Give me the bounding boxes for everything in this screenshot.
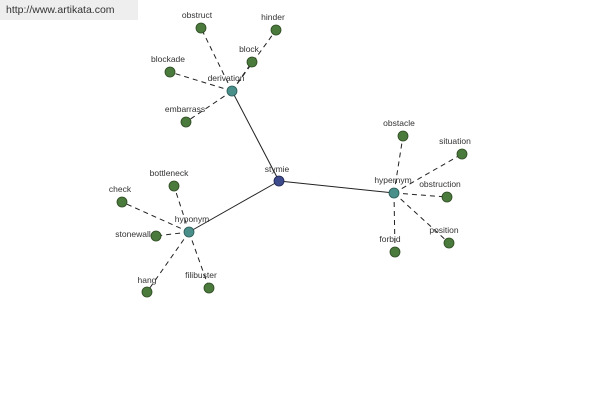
relation-node-hyponym[interactable] bbox=[183, 226, 195, 238]
leaf-node-obstacle[interactable] bbox=[397, 130, 409, 142]
relation-node-hypernym[interactable] bbox=[388, 187, 400, 199]
leaf-label-obstruct: obstruct bbox=[182, 10, 213, 20]
leaf-label-filibuster: filibuster bbox=[185, 270, 217, 280]
leaf-label-embarrass: embarrass bbox=[165, 104, 205, 114]
edge-root-hyponym bbox=[188, 180, 280, 233]
leaf-node-check[interactable] bbox=[116, 196, 128, 208]
leaf-node-embarrass[interactable] bbox=[180, 116, 192, 128]
edge-derivation-block bbox=[231, 61, 253, 92]
root-label: stymie bbox=[265, 164, 290, 174]
leaf-label-forbid: forbid bbox=[379, 234, 401, 244]
edge-hypernym-situation bbox=[393, 153, 463, 194]
leaf-node-filibuster[interactable] bbox=[203, 282, 215, 294]
leaf-node-forbid[interactable] bbox=[389, 246, 401, 258]
edge-derivation-obstruct bbox=[200, 27, 233, 92]
leaf-node-stonewall[interactable] bbox=[150, 230, 162, 242]
url-banner[interactable]: http://www.artikata.com bbox=[0, 0, 138, 20]
edge-hyponym-stonewall bbox=[155, 231, 190, 237]
leaf-node-bottleneck[interactable] bbox=[168, 180, 180, 192]
leaf-label-obstacle: obstacle bbox=[383, 118, 415, 128]
leaf-label-obstruction: obstruction bbox=[419, 179, 461, 189]
leaf-label-bottleneck: bottleneck bbox=[150, 168, 189, 178]
edge-derivation-embarrass bbox=[185, 90, 233, 123]
root-node[interactable] bbox=[273, 175, 285, 187]
edge-hypernym-position bbox=[393, 192, 450, 244]
relation-label-hyponym: hyponym bbox=[175, 214, 210, 224]
leaf-label-hinder: hinder bbox=[261, 12, 285, 22]
leaf-node-hang[interactable] bbox=[141, 286, 153, 298]
edge-hyponym-hang bbox=[146, 231, 190, 293]
leaf-label-blockade: blockade bbox=[151, 54, 185, 64]
edge-root-hypernym bbox=[278, 180, 395, 194]
graph-nodes bbox=[116, 22, 468, 298]
leaf-node-hinder[interactable] bbox=[270, 24, 282, 36]
edge-root-derivation bbox=[231, 90, 280, 182]
edge-hyponym-bottleneck bbox=[173, 185, 190, 233]
edge-hyponym-filibuster bbox=[188, 231, 210, 289]
graph-labels: obstruct hinder block blockade embarrass deri… bbox=[109, 10, 471, 285]
leaf-label-check: check bbox=[109, 184, 132, 194]
relation-label-derivation: derivation bbox=[208, 73, 245, 83]
relation-node-derivation[interactable] bbox=[226, 85, 238, 97]
leaf-node-obstruct[interactable] bbox=[195, 22, 207, 34]
edge-hypernym-obstruction bbox=[393, 192, 448, 198]
leaf-node-obstruction[interactable] bbox=[441, 191, 453, 203]
leaf-label-block: block bbox=[239, 44, 260, 54]
relation-label-hypernym: hypernym bbox=[374, 175, 411, 185]
leaf-label-hang: hang bbox=[138, 275, 157, 285]
leaf-node-situation[interactable] bbox=[456, 148, 468, 160]
leaf-label-situation: situation bbox=[439, 136, 471, 146]
edge-derivation-blockade bbox=[169, 71, 233, 92]
edge-hypernym-obstacle bbox=[393, 135, 404, 194]
leaf-node-blockade[interactable] bbox=[164, 66, 176, 78]
leaf-node-block[interactable] bbox=[246, 56, 258, 68]
leaf-node-position[interactable] bbox=[443, 237, 455, 249]
edge-hyponym-check bbox=[121, 201, 190, 233]
leaf-label-position: position bbox=[429, 225, 459, 235]
leaf-label-stonewall: stonewall bbox=[115, 229, 151, 239]
edge-hypernym-forbid bbox=[393, 192, 396, 253]
